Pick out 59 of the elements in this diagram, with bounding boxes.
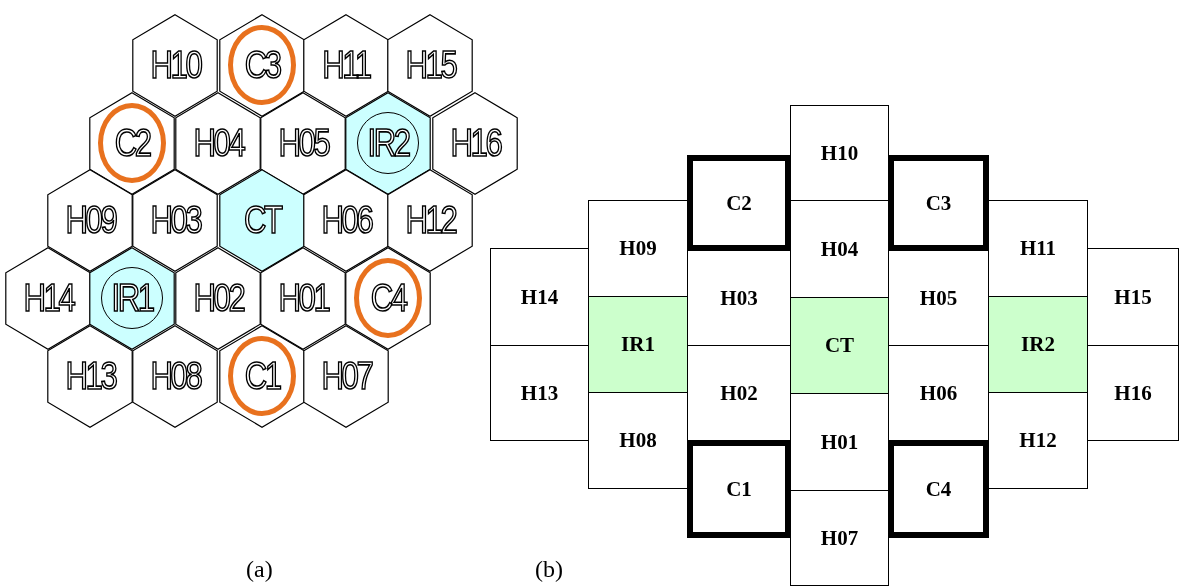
square-cell (888, 440, 989, 538)
cell-label: H15 (405, 46, 455, 84)
cell-label: H04 (820, 236, 859, 262)
cell-label: H12 (1019, 428, 1057, 453)
cell-label: C2 (114, 124, 150, 162)
cell-label: H02 (193, 279, 243, 317)
cell-label: H01 (820, 429, 859, 455)
cell-label: H09 (65, 201, 115, 239)
cell-label: H11 (1019, 236, 1057, 261)
square-cell (1087, 248, 1179, 346)
cell-label: H10 (150, 46, 200, 84)
cell-label: H12 (405, 201, 455, 239)
cell-label: H05 (278, 124, 328, 162)
cell-label: H06 (321, 201, 371, 239)
cell-label: C3 (244, 46, 280, 84)
cell-label: H08 (150, 357, 200, 395)
cell-label: H03 (150, 201, 200, 239)
square-cell (988, 296, 1088, 393)
cell-label: C4 (370, 279, 406, 317)
cell-label: H03 (720, 285, 758, 311)
cell-label: IR2 (367, 124, 409, 162)
cell-label: H02 (720, 380, 758, 406)
cell-label: H05 (919, 285, 958, 311)
cell-label: H08 (619, 428, 657, 453)
cell-label: IR1 (111, 279, 153, 317)
square-cell (490, 345, 589, 441)
cell-label: H13 (65, 357, 115, 395)
cell-label: H11 (322, 46, 370, 84)
cell-label: H15 (1114, 284, 1152, 310)
cell-label: H01 (278, 279, 328, 317)
cell-label: CT (243, 201, 281, 239)
cell-label: IR1 (621, 332, 655, 357)
cell-label: H10 (820, 140, 859, 166)
square-cell (687, 155, 791, 251)
panel-caption: (a) (246, 556, 273, 583)
cell-label: CT (824, 333, 855, 358)
cell-label: H13 (520, 380, 559, 406)
square-cell (888, 155, 989, 251)
cell-label: H16 (450, 124, 500, 162)
square-cell (490, 248, 589, 346)
cell-label: C1 (726, 476, 752, 502)
cell-label: H04 (193, 124, 243, 162)
cell-label: H06 (919, 380, 958, 406)
cell-label: IR2 (1021, 332, 1055, 357)
cell-label: H09 (619, 236, 657, 261)
square-cell (687, 440, 791, 538)
cell-label: C4 (925, 476, 952, 502)
cell-label: C2 (726, 190, 752, 216)
square-cell (1087, 345, 1179, 441)
cell-label: C3 (925, 190, 952, 216)
cell-label: H07 (820, 525, 859, 551)
cell-label: H07 (321, 357, 371, 395)
panel-caption: (b) (535, 556, 563, 583)
cell-label: H16 (1114, 380, 1152, 406)
square-cell (790, 297, 889, 394)
cell-label: H14 (23, 279, 73, 317)
cell-label: H14 (520, 284, 559, 310)
square-cell (588, 296, 688, 393)
cell-label: C1 (244, 357, 280, 395)
